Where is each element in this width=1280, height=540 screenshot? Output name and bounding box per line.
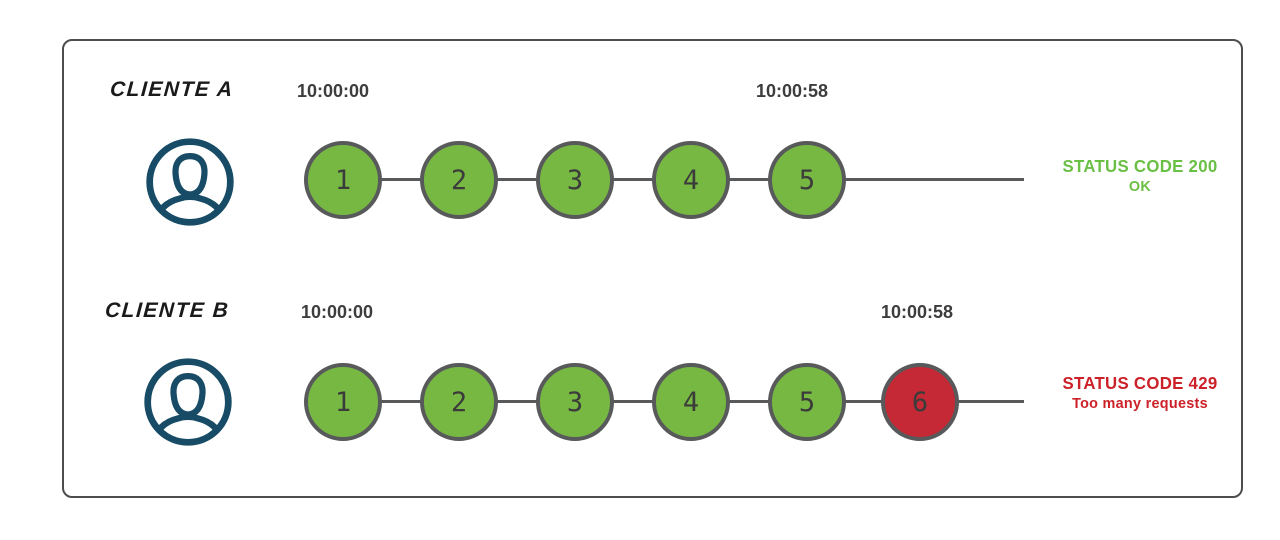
- request-number: 5: [798, 386, 816, 418]
- status-code-line: STATUS CODE 200: [1062, 156, 1218, 176]
- request-circle: 1: [304, 363, 382, 441]
- row-a-start-timestamp: 10:00:00: [297, 81, 370, 101]
- request-circle: 4: [652, 141, 730, 219]
- status-code-line: STATUS CODE 429: [1062, 373, 1218, 393]
- request-circle: 1: [304, 141, 382, 219]
- request-number: 6: [911, 386, 929, 418]
- request-number: 3: [566, 386, 584, 418]
- row-b-start-timestamp: 10:00:00: [301, 302, 374, 322]
- row-b-status-text: STATUS CODE 429 Too many requests: [1034, 372, 1245, 413]
- request-number: 3: [566, 164, 584, 196]
- status-message-line: Too many requests: [1072, 395, 1208, 412]
- client-b-label: CLIENTE B: [104, 299, 231, 322]
- request-circle: 5: [768, 363, 846, 441]
- request-circle: 2: [420, 141, 498, 219]
- status-message-line: OK: [1128, 178, 1152, 195]
- request-circle: 3: [536, 363, 614, 441]
- request-circle-rate-limited: 6: [881, 363, 959, 441]
- request-circle: 3: [536, 141, 614, 219]
- row-a-status-text: STATUS CODE 200 OK: [1034, 155, 1245, 196]
- request-circle: 5: [768, 141, 846, 219]
- row-a-end-timestamp: 10:00:58: [756, 81, 829, 101]
- request-number: 2: [450, 386, 468, 418]
- user-avatar-icon: [142, 134, 238, 230]
- request-number: 4: [682, 386, 700, 418]
- request-number: 1: [334, 164, 352, 196]
- request-circle: 4: [652, 363, 730, 441]
- request-number: 4: [682, 164, 700, 196]
- request-circle: 2: [420, 363, 498, 441]
- request-number: 1: [334, 386, 352, 418]
- request-number: 2: [450, 164, 468, 196]
- request-number: 5: [798, 164, 816, 196]
- row-b-end-timestamp: 10:00:58: [881, 302, 954, 322]
- client-a-label: CLIENTE A: [109, 78, 235, 101]
- user-avatar-icon: [140, 354, 236, 450]
- diagram-frame: CLIENTE A 10:00:00 10:00:58 1 2 3 4: [62, 39, 1243, 498]
